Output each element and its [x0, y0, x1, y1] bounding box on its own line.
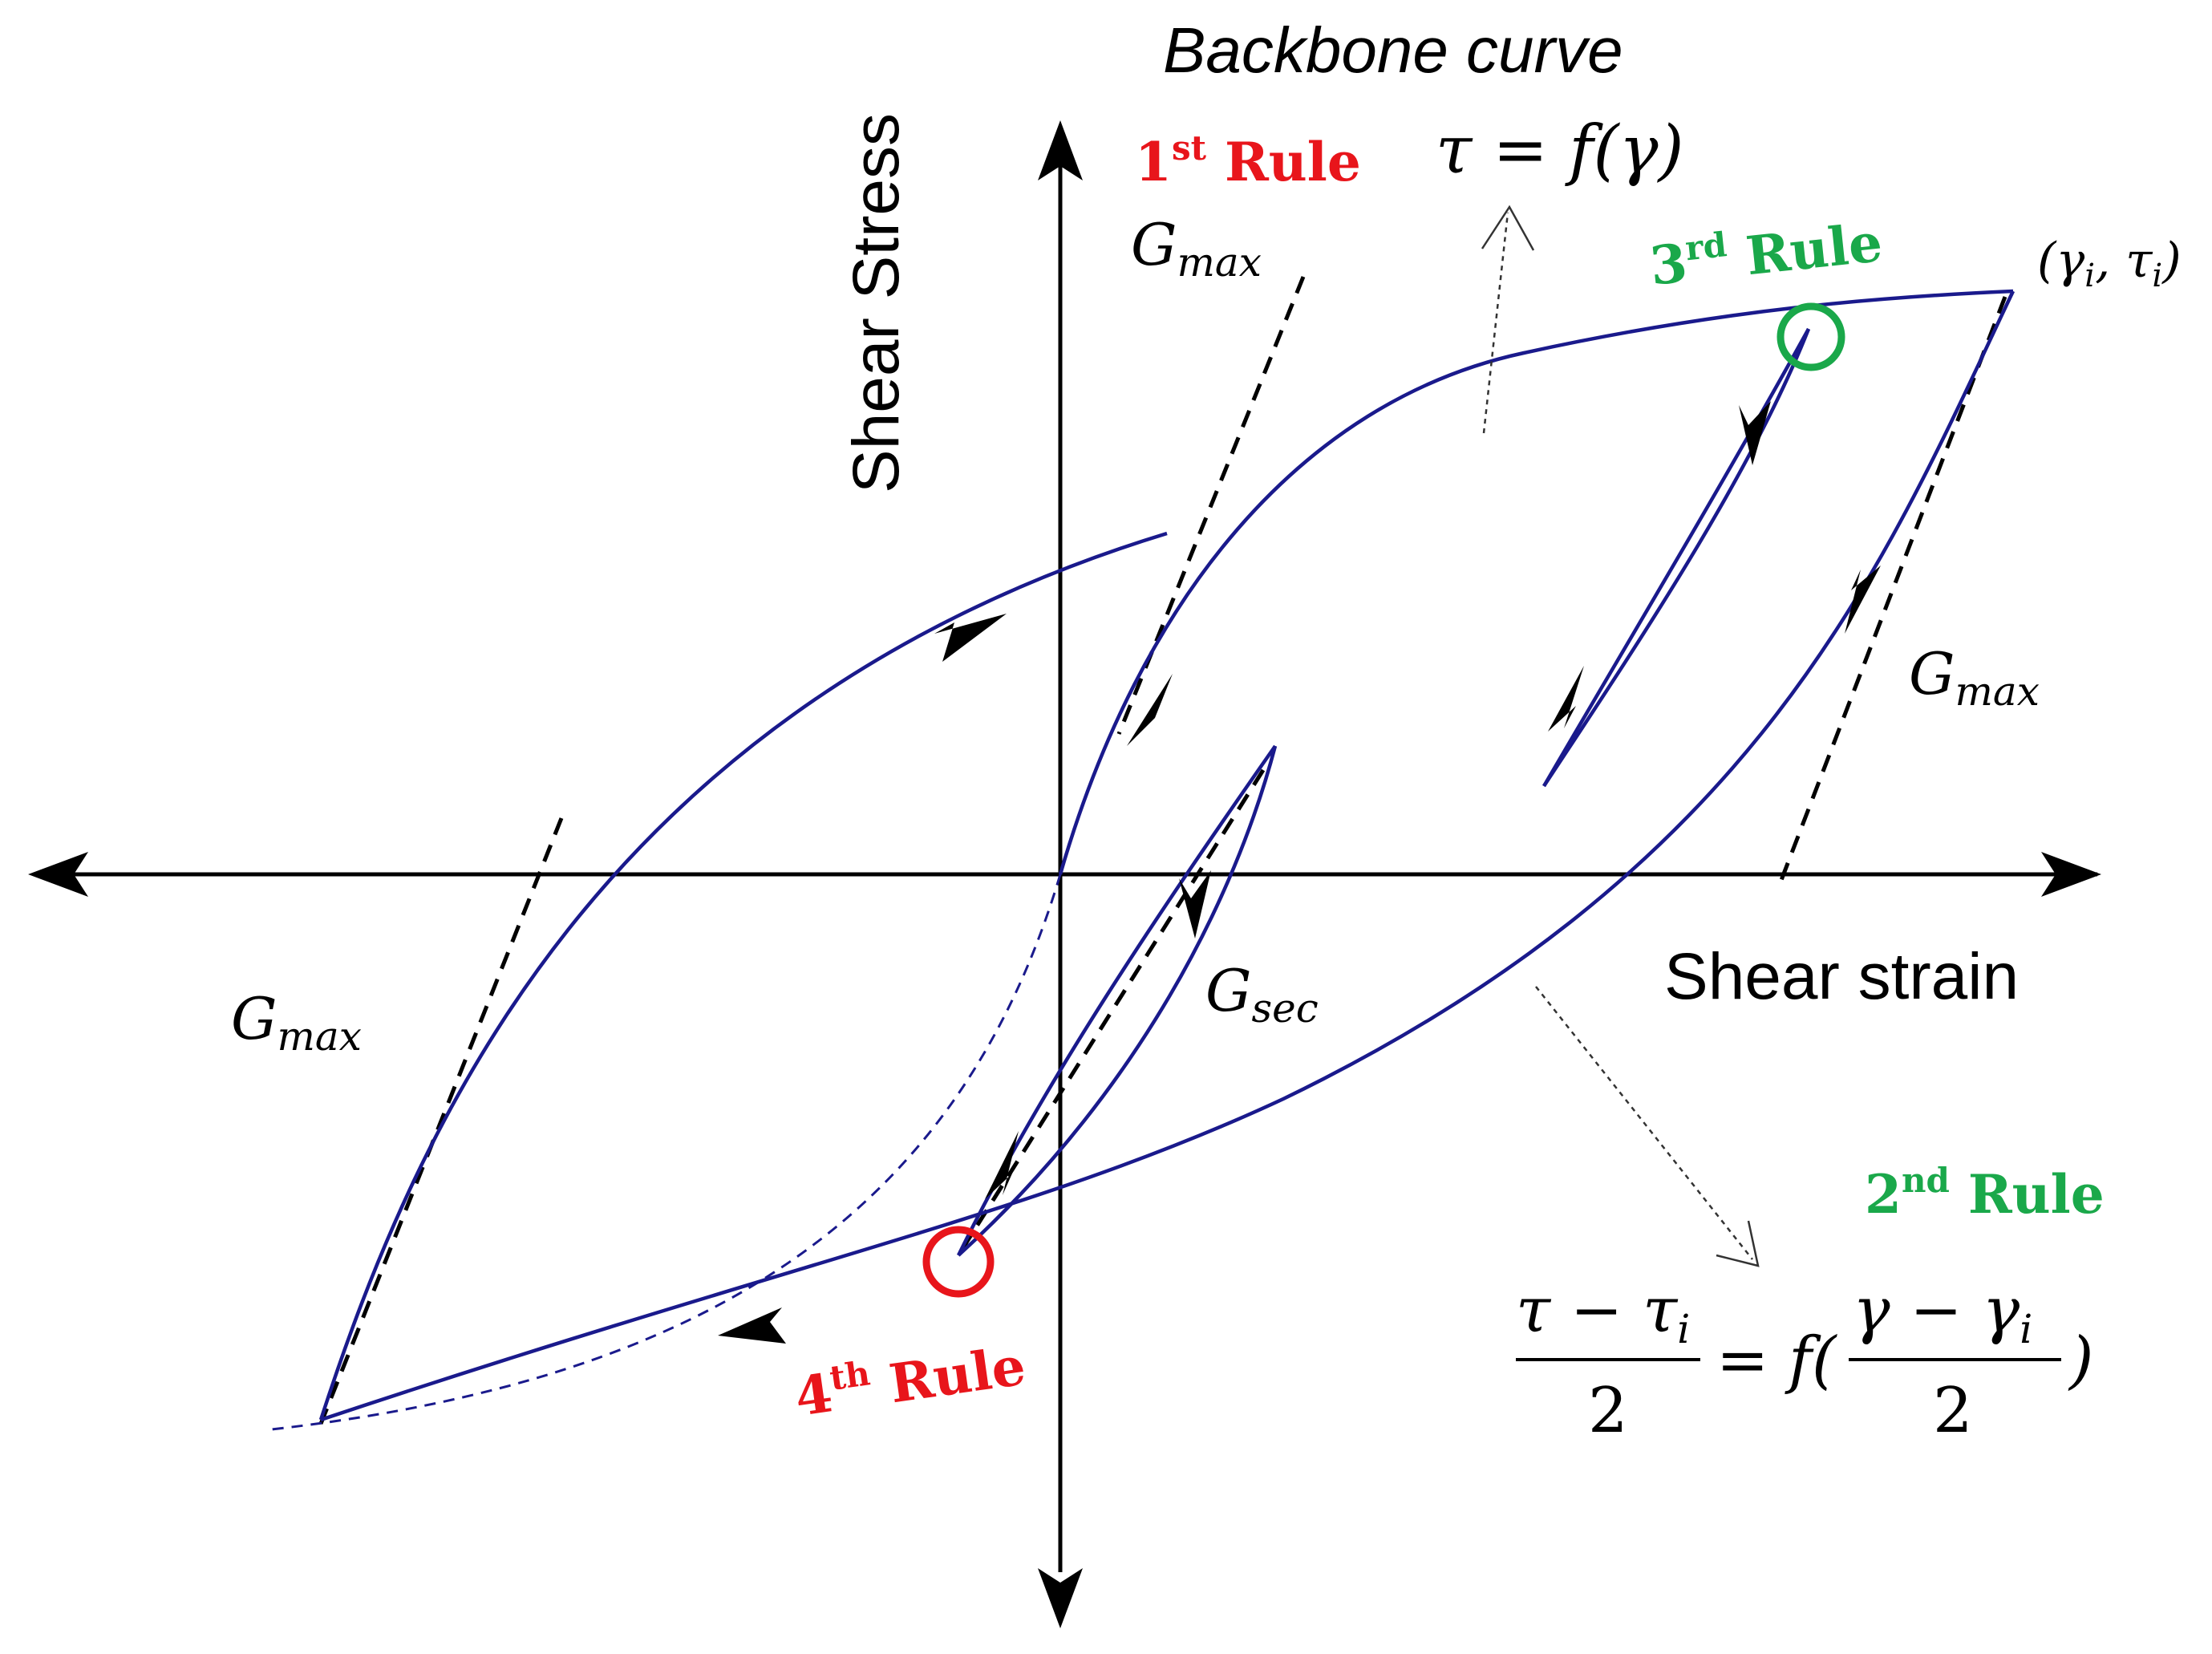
- annotation-arrows: [1482, 212, 1753, 1260]
- formula-equals: = f(: [1716, 1324, 1837, 1397]
- reloading-curve: [318, 531, 1168, 1421]
- backbone-curve: [1058, 289, 2014, 875]
- rule4-label: 4th Rule: [791, 1332, 1029, 1428]
- backbone-pointer: [1482, 212, 1509, 434]
- hysteresis-curves: [264, 289, 2016, 1432]
- y-axis-arrow-bottom: [1038, 1568, 1083, 1628]
- rule3-marker: [1776, 302, 1845, 371]
- y-axis-label: Shear Stress: [840, 113, 913, 493]
- backbone-title: Backbone curve: [1163, 14, 1623, 86]
- arrow-reload-upper: [934, 614, 1007, 662]
- axes: [28, 120, 2101, 1628]
- rule3-label: 3rd Rule: [1647, 209, 1885, 298]
- arrow-inner-center-down: [1179, 870, 1211, 938]
- direction-arrows: [718, 401, 1881, 1344]
- rule4-marker: [922, 1226, 995, 1298]
- arrow-inner-center-up: [985, 1131, 1019, 1199]
- formula-num-right: γ − γi: [1853, 1275, 2032, 1352]
- y-axis-arrow-top: [1038, 120, 1083, 180]
- inner-loop-right-down: [1542, 327, 1810, 788]
- x-axis-arrow-left: [28, 852, 88, 897]
- gmax-tangent-right: [1776, 296, 2007, 887]
- formula-num-left: τ − τi: [1516, 1275, 1690, 1352]
- gsec-line: [956, 768, 1266, 1257]
- inner-loop-right-up: [1542, 328, 1811, 788]
- gmax-label-right: Gmax: [1909, 640, 2040, 715]
- rule1-label: 1st Rule: [1135, 128, 1361, 193]
- backbone-equation: τ = f(γ): [1436, 112, 1684, 189]
- formula-den-left: 2: [1588, 1375, 1628, 1447]
- rule2-label: 2nd Rule: [1865, 1161, 2105, 1226]
- rule2-pointer-head: [1716, 1220, 1760, 1267]
- x-axis-arrow-right: [2041, 852, 2101, 897]
- gmax-tangent-center: [1116, 276, 1306, 735]
- formula-den-right: 2: [1933, 1375, 1973, 1447]
- arrow-backbone-lower: [1127, 674, 1173, 746]
- x-axis-label: Shear strain: [1664, 940, 2019, 1013]
- gmax-label-center: Gmax: [1131, 211, 1262, 286]
- backbone-pointer-head: [1481, 205, 1535, 251]
- arrow-unload-right: [1845, 566, 1881, 634]
- point-label: (γi, τi): [2037, 233, 2182, 294]
- arrow-inner-right-up: [1548, 666, 1584, 732]
- masing-formula: τ − τi 2 = f( γ − γi 2 ): [1516, 1275, 2093, 1447]
- annotation-arrowheads: [1481, 205, 1760, 1267]
- arrow-unload-bottom: [718, 1307, 786, 1344]
- gsec-label: Gsec: [1205, 957, 1319, 1032]
- gmax-label-left: Gmax: [231, 985, 362, 1060]
- arrow-inner-right-down: [1739, 401, 1771, 465]
- formula-close: ): [2068, 1324, 2093, 1397]
- rule2-pointer: [1535, 986, 1753, 1260]
- unloading-curve: [320, 290, 2016, 1422]
- gmax-tangent-left: [318, 817, 564, 1425]
- inner-loop-center-down: [957, 745, 1278, 1257]
